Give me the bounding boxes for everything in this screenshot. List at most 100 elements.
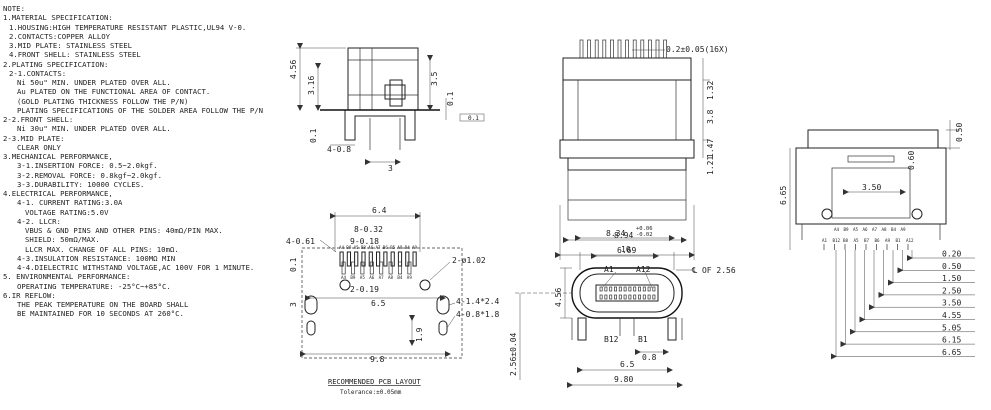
- back-pin-label: B1: [896, 238, 902, 243]
- top-view-pins: [579, 39, 667, 59]
- pcb-hole-left: [339, 279, 351, 291]
- pcb-dim-slot1: 4-1.4*2.4: [456, 297, 500, 306]
- front-label-a1: A1: [604, 265, 614, 274]
- pcb-slot-bl: [306, 320, 316, 336]
- pcb-pad: [368, 251, 373, 267]
- pcb-pad: [369, 261, 374, 275]
- note-line: 2-2.FRONT SHELL:: [3, 115, 74, 124]
- side-contact: [389, 79, 403, 107]
- pcb-pad-label: B9: [346, 245, 352, 250]
- pcb-dim-918: 9-0.18: [350, 237, 379, 246]
- back-pin-label: A7: [872, 227, 878, 232]
- note-line: 3-3.DURABILITY: 10000 CYCLES.: [17, 179, 145, 189]
- top-view-front: [559, 139, 695, 159]
- pcb-dim-3: 3: [289, 302, 298, 307]
- front-shell-inner: [579, 273, 675, 313]
- back-dim-665: 6.65: [779, 186, 788, 205]
- pcb-dim-98: 9.8: [370, 355, 385, 364]
- top-pin: [587, 39, 591, 59]
- side-dim-456: 4.56: [289, 60, 298, 79]
- pcb-pad-label: B4: [397, 275, 403, 280]
- front-contact-bot: [633, 294, 637, 300]
- front-contact-top: [642, 286, 646, 292]
- pcb-tolerance: Tolerance:±0.05mm: [340, 389, 402, 396]
- pcb-dim-461: 4-0.61: [286, 237, 315, 246]
- top-pin: [594, 39, 599, 59]
- front-view: 8.34 +0.06 -0.02 6.69 A1 A12 ℄ OF 2.56 B…: [509, 226, 736, 388]
- pcb-pad-label: B5: [390, 245, 396, 250]
- top-pin: [579, 39, 584, 59]
- pcb-pad-label: A7: [379, 275, 385, 280]
- top-dim-02: 0.2±0.05(16X): [666, 45, 729, 54]
- front-dim-456: 4.56: [554, 288, 563, 307]
- front-tongue: [595, 284, 659, 302]
- front-contact-top: [604, 286, 608, 292]
- note-line: OPERATING TEMPERATURE: -25°C~+85°C.: [17, 281, 171, 291]
- note-line: 4-3.INSULATION RESISTANCE: 100MΩ MIN: [17, 253, 176, 263]
- pcb-pad: [407, 261, 412, 275]
- pcb-pad-label: B9: [350, 275, 356, 280]
- pcb-slot-br: [438, 320, 448, 336]
- back-hole-right: [911, 208, 923, 220]
- pcb-pad-label: A5: [354, 245, 360, 250]
- back-dim-value: 2.50: [942, 286, 961, 295]
- front-shell-outer: [571, 267, 683, 319]
- front-contact-bot: [647, 294, 651, 300]
- pcb-pad-label: A9: [412, 245, 418, 250]
- back-pin-label: A9: [885, 238, 891, 243]
- side-dim-01a: 0.1: [446, 91, 455, 106]
- pcb-pad: [379, 261, 384, 275]
- front-contact-bot: [618, 294, 622, 300]
- note-line: 4.FRONT SHELL: STAINLESS STEEL: [9, 50, 141, 60]
- front-contact-bot: [628, 294, 632, 300]
- front-centerline: ℄ OF 2.56: [691, 266, 736, 275]
- note-line: VBUS & GND PINS AND OTHER PINS: 40mΩ/PIN…: [25, 226, 223, 235]
- back-pin-label: A8: [882, 227, 888, 232]
- note-line: 1.MATERIAL SPECIFICATION:: [3, 13, 113, 23]
- top-dim-147: 1.47: [706, 139, 715, 158]
- front-contact-top: [618, 286, 622, 292]
- back-dim-value: 3.50: [942, 299, 961, 308]
- back-dims: 0.200.501.502.503.504.555.056.156.65: [831, 250, 975, 360]
- front-contact-top: [638, 286, 641, 292]
- front-contact-top: [599, 286, 603, 292]
- front-contact-top: [623, 286, 627, 292]
- note-line: 2-1.CONTACTS:: [9, 68, 67, 78]
- note-line: Ni 30u" MIN. UNDER PLATED OVER ALL.: [17, 124, 171, 134]
- front-contact-bot: [609, 294, 613, 300]
- pcb-pad-label: B4: [405, 245, 411, 250]
- front-contact-top: [609, 286, 613, 292]
- pcb-pad: [383, 251, 388, 267]
- pcb-dim-65: 6.5: [371, 299, 386, 308]
- pcb-slot-tl: [304, 295, 318, 315]
- pcb-pad: [346, 251, 351, 267]
- front-contacts-bot: [599, 294, 656, 300]
- back-pin-label: B6: [875, 238, 881, 243]
- pcb-pad-label: A8: [388, 275, 394, 280]
- top-pin: [632, 39, 637, 59]
- front-dim-98: 9.80: [614, 375, 633, 384]
- pcb-title: RECOMMENDED PCB LAYOUT: [328, 378, 422, 386]
- back-pin-label: A5: [854, 238, 860, 243]
- note-line: SHIELD: 50mΩ/MAX.: [25, 235, 100, 245]
- back-pin-label: A9: [901, 227, 907, 232]
- note-line: LLCR MAX. CHANGE OF ALL PINS: 10mΩ.: [25, 244, 179, 254]
- note-line: 4-2. LLCR:: [17, 216, 61, 226]
- pcb-outline: [301, 247, 463, 359]
- note-line: 3-1.INSERTION FORCE: 0.5~2.0kgf.: [17, 161, 158, 171]
- pcb-dim-64: 6.4: [372, 206, 387, 215]
- note-line: 4-4.DIELECTRIC WITHSTAND VOLTAGE,AC 100V…: [17, 263, 255, 272]
- front-label-b1: B1: [638, 335, 648, 344]
- back-dim-value: 6.15: [942, 336, 961, 345]
- note-line: 4-1. CURRENT RATING:3.0A: [17, 198, 123, 208]
- back-pin-label: A6: [863, 227, 869, 232]
- pcb-pad-label: A6: [368, 245, 374, 250]
- notes-heading: NOTE:: [3, 4, 25, 13]
- note-line: 3.MECHANICAL PERFORMANCE,: [3, 152, 113, 161]
- pcb-dim-2phi: 2-ø1.02: [452, 256, 486, 265]
- top-pin: [610, 39, 614, 59]
- note-line: 6.IR REFLOW:: [3, 290, 56, 300]
